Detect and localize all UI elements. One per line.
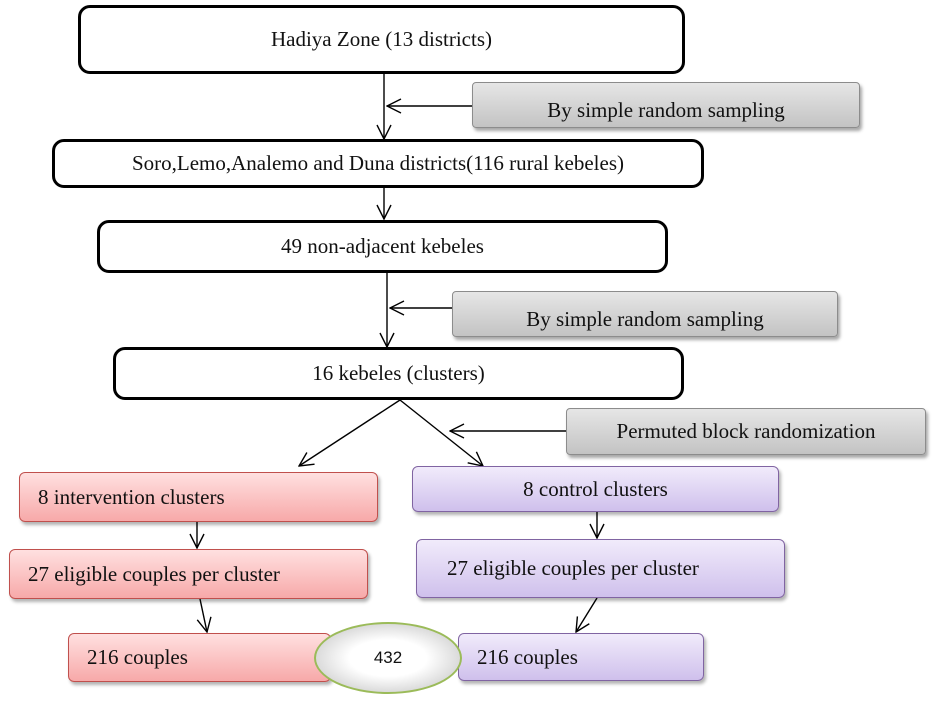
arrow-intervention-couples-to-total bbox=[200, 598, 207, 632]
districts-box: Soro,Lemo,Analemo and Duna districts(116… bbox=[52, 139, 704, 188]
control-couples-per-cluster-box: 27 eligible couples per cluster bbox=[416, 539, 785, 598]
non-adjacent-kebeles-box: 49 non-adjacent kebeles bbox=[97, 220, 668, 273]
intervention-total-couples-box: 216 couples bbox=[68, 633, 331, 682]
arrow-clusters-to-intervention bbox=[299, 399, 401, 466]
randomization-note: Permuted block randomization bbox=[566, 408, 926, 455]
sampling-note-2: By simple random sampling bbox=[452, 291, 838, 337]
intervention-couples-per-cluster-box: 27 eligible couples per cluster bbox=[9, 549, 368, 599]
arrow-clusters-to-control bbox=[399, 399, 483, 466]
zone-box: Hadiya Zone (13 districts) bbox=[78, 5, 685, 74]
total-couples-oval: 432 bbox=[314, 622, 462, 694]
clusters-box: 16 kebeles (clusters) bbox=[113, 347, 684, 400]
intervention-clusters-box: 8 intervention clusters bbox=[19, 472, 378, 522]
control-clusters-box: 8 control clusters bbox=[412, 466, 779, 512]
arrow-control-couples-to-total bbox=[576, 597, 598, 632]
sampling-note-1: By simple random sampling bbox=[472, 82, 860, 128]
control-total-couples-box: 216 couples bbox=[458, 633, 704, 681]
